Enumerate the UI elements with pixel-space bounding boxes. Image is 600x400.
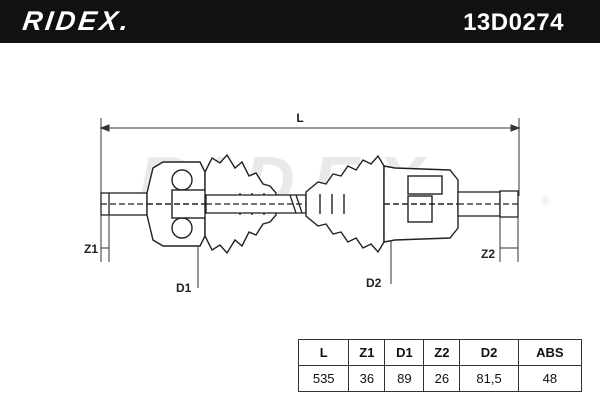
value-D1: 89 — [384, 365, 425, 392]
value-D2: 81,5 — [459, 365, 519, 392]
column-header-D1: D1 — [384, 339, 425, 366]
brand-logo: RIDEX. — [20, 6, 134, 36]
label-Z1: Z1 — [84, 242, 98, 256]
column-header-Z1: Z1 — [348, 339, 386, 366]
label-D1: D1 — [176, 281, 192, 295]
header-bar: RIDEX. 13D0274 — [0, 0, 600, 43]
column-header-Z2: Z2 — [423, 339, 461, 366]
left-cv-joint — [146, 161, 207, 247]
spec-table: L Z1 D1 Z2 D2 ABS 535 36 89 26 81,5 48 — [297, 339, 583, 392]
main-shaft — [205, 194, 307, 214]
label-Z2: Z2 — [481, 247, 495, 261]
watermark-registered-mark: ® — [541, 194, 550, 208]
leader-Z2 — [499, 217, 519, 262]
leader-Z1 — [100, 215, 110, 262]
value-Z1: 36 — [348, 365, 386, 392]
left-stub-shaft — [100, 192, 148, 216]
right-stub-shaft — [457, 190, 519, 218]
label-D2: D2 — [366, 276, 382, 290]
value-L: 535 — [297, 365, 350, 392]
dimension-L — [99, 118, 521, 196]
column-header-ABS: ABS — [517, 339, 583, 366]
spec-table-header-row: L Z1 D1 Z2 D2 ABS — [297, 339, 583, 366]
spec-table-value-row: 535 36 89 26 81,5 48 — [297, 365, 583, 392]
part-number: 13D0274 — [463, 9, 564, 36]
value-Z2: 26 — [423, 365, 461, 392]
right-cv-joint — [383, 165, 460, 243]
value-ABS: 48 — [517, 365, 583, 392]
column-header-D2: D2 — [459, 339, 519, 366]
drive-shaft-diagram: RIDEX ® L — [84, 111, 550, 295]
label-L: L — [296, 111, 303, 125]
column-header-L: L — [297, 339, 350, 366]
